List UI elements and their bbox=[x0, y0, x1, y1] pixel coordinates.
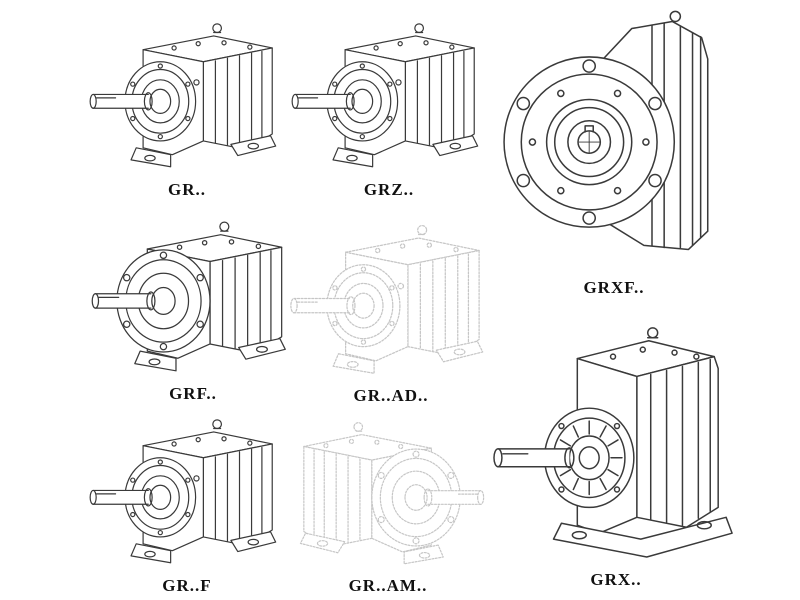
figure-label-gr-ad: GR..AD.. bbox=[353, 386, 429, 405]
figure-label-grx: GRX.. bbox=[590, 570, 642, 589]
figure-label-grxf: GRXF.. bbox=[583, 278, 645, 297]
gearbox-drawing-grxf bbox=[503, 10, 709, 251]
gearbox-drawing-grz bbox=[291, 23, 479, 168]
figure-label-gr: GR.. bbox=[168, 180, 206, 199]
gearbox-drawing-gr-f bbox=[89, 419, 277, 564]
gearbox-drawing-grx bbox=[493, 327, 733, 558]
figure-label-grf: GRF.. bbox=[169, 384, 217, 403]
figure-gr-am: GR..AM.. bbox=[286, 404, 490, 598]
figure-gr: GR.. bbox=[88, 4, 286, 202]
gearbox-drawing-gr-ad bbox=[290, 224, 484, 374]
figure-grz: GRZ.. bbox=[290, 4, 488, 202]
figure-label-grz: GRZ.. bbox=[363, 180, 415, 199]
figure-label-gr-am: GR..AM.. bbox=[348, 576, 428, 595]
figure-grx: GRX.. bbox=[492, 294, 740, 592]
gearbox-drawing-gr-am bbox=[299, 422, 485, 565]
figure-gr-ad: GR..AD.. bbox=[286, 206, 496, 408]
gearbox-drawing-gr bbox=[89, 23, 277, 168]
figure-grxf: GRXF.. bbox=[500, 0, 728, 300]
figure-gr-f: GR..F bbox=[88, 400, 286, 598]
gearbox-drawing-grf bbox=[91, 221, 286, 372]
figure-label-gr-f: GR..F bbox=[162, 576, 212, 595]
figure-grf: GRF.. bbox=[90, 202, 296, 406]
